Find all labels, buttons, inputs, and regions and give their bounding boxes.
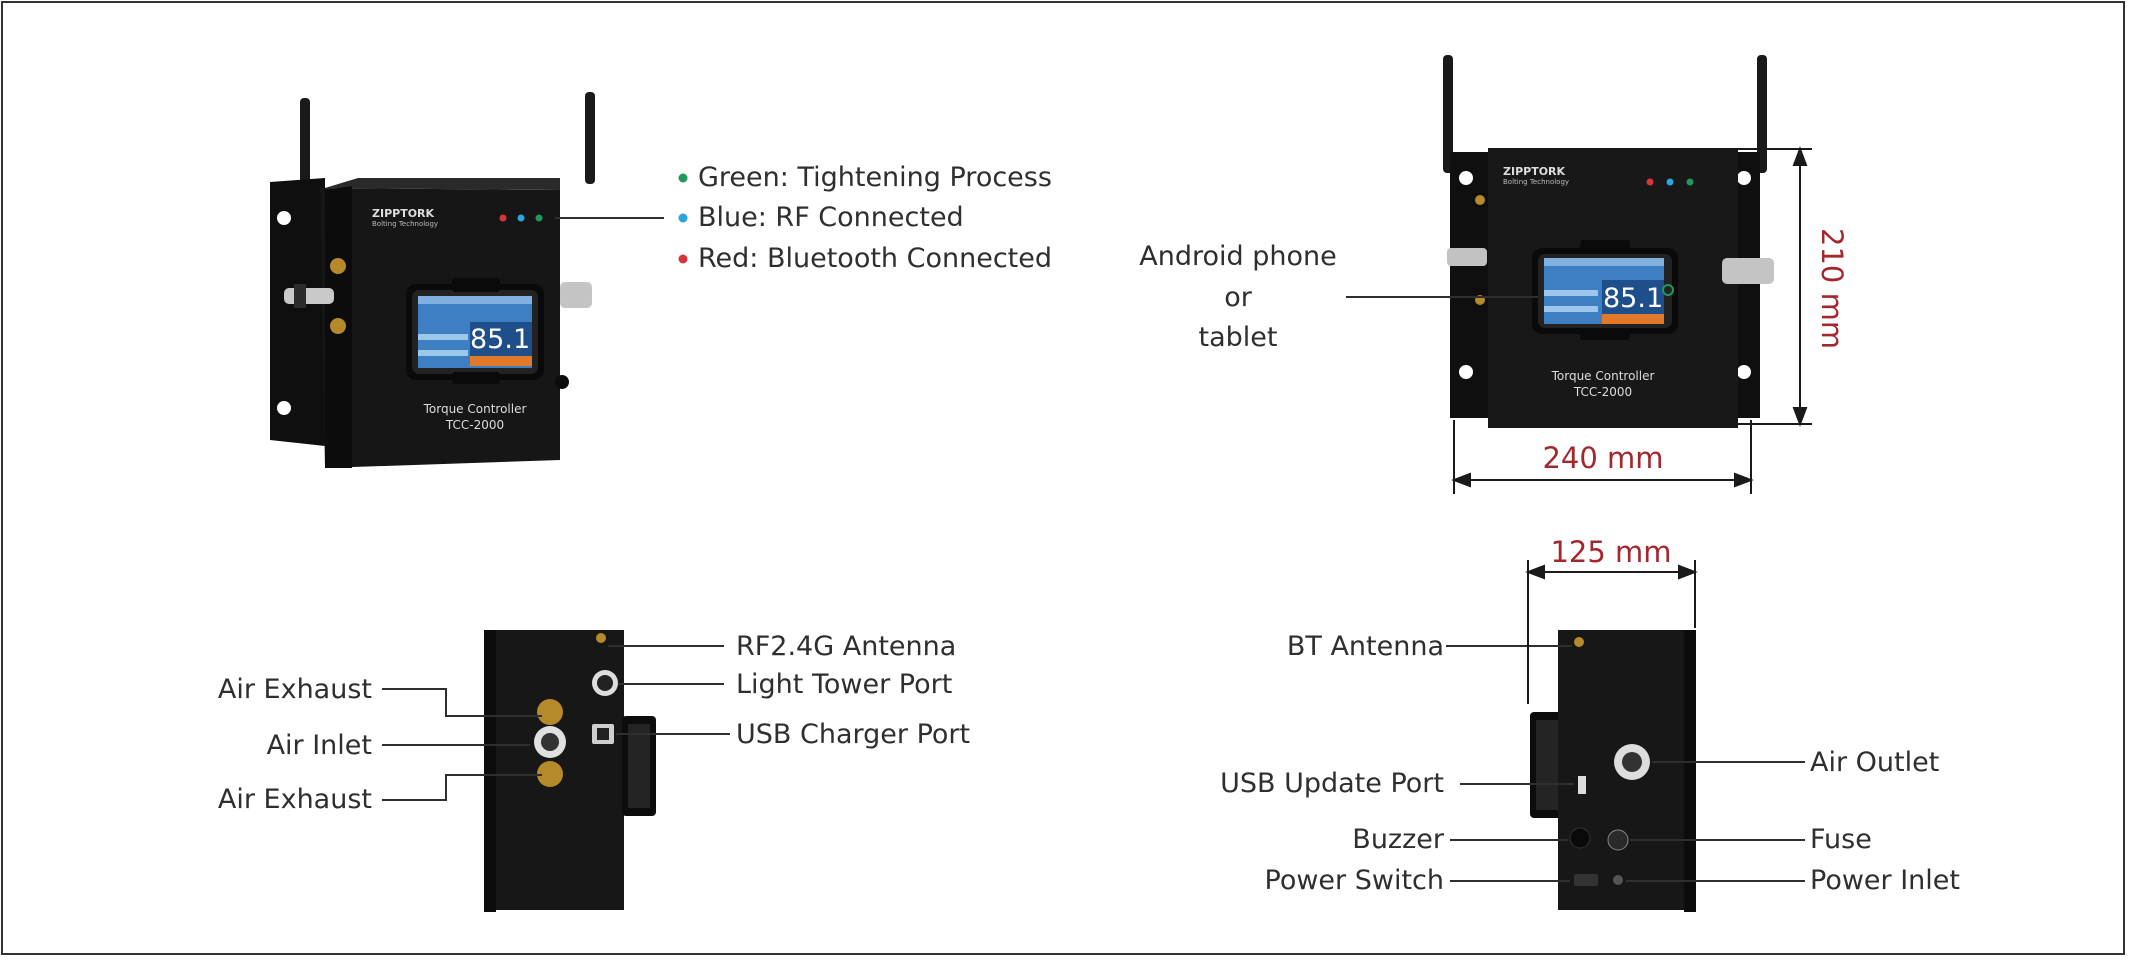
legend-dot-blue-icon (678, 213, 688, 223)
air-outlet-fitting-icon (1722, 258, 1774, 284)
mount-hole-icon (1459, 365, 1473, 379)
power-inlet-icon (1613, 875, 1623, 885)
screen-torque-value: 85.1 (1603, 283, 1664, 314)
device-model-line1: Torque Controller (1551, 369, 1655, 383)
buzzer-label: Buzzer (1352, 824, 1444, 855)
antenna-icon (585, 92, 595, 184)
rf-antenna-connector-icon (596, 633, 606, 643)
power-switch-label: Power Switch (1264, 865, 1444, 896)
fuse-label: Fuse (1810, 824, 1872, 855)
legend-red-label: Red: Bluetooth Connected (698, 243, 1053, 274)
air-outlet-fitting-icon (560, 282, 592, 308)
mount-hole-icon (1459, 171, 1473, 185)
air-exhaust-icon (330, 258, 346, 274)
buzzer-icon (1569, 827, 1591, 849)
air-inlet-fitting-icon (1447, 248, 1487, 266)
led-blue-icon (1666, 178, 1674, 186)
mount-hole-icon (1737, 365, 1751, 379)
device-perspective (270, 92, 595, 468)
rf-antenna-label: RF2.4G Antenna (736, 631, 957, 662)
air-inlet-label: Air Inlet (266, 730, 372, 761)
device-right-side (1530, 630, 1696, 912)
power-switch-icon (1574, 874, 1598, 886)
device-tagline: Bolting Technology (1503, 178, 1570, 186)
air-exhaust-icon (537, 761, 563, 787)
usb-update-port-label: USB Update Port (1220, 768, 1444, 799)
air-outlet-label: Air Outlet (1810, 747, 1940, 778)
device-model-line1: Torque Controller (423, 402, 527, 416)
height-dimension: 210 mm (1815, 228, 1849, 350)
screen-torque-value: 85.1 (470, 324, 531, 355)
device-brand: ZIPPTORK (372, 207, 435, 220)
led-green-icon (1686, 178, 1694, 186)
device-front (1443, 55, 1774, 428)
device-brand: ZIPPTORK (1503, 165, 1566, 178)
device-tagline: Bolting Technology (372, 220, 439, 228)
led-blue-icon (517, 214, 525, 222)
legend-green-label: Green: Tightening Process (698, 162, 1052, 193)
air-exhaust-top-label: Air Exhaust (217, 674, 372, 705)
mounting-bracket (270, 178, 325, 446)
mount-hole-icon (277, 211, 291, 225)
device-model-line2: TCC-2000 (1573, 385, 1633, 399)
device-model-line2: TCC-2000 (445, 418, 505, 432)
fuse-icon (1607, 829, 1629, 851)
power-inlet-label: Power Inlet (1810, 865, 1960, 896)
air-exhaust-icon (1475, 195, 1485, 205)
mount-hole-icon (1737, 171, 1751, 185)
depth-dimension: 125 mm (1550, 535, 1672, 569)
usb-charger-port-label: USB Charger Port (736, 719, 971, 750)
width-dimension: 240 mm (1542, 441, 1664, 475)
air-exhaust-bottom-label: Air Exhaust (217, 784, 372, 815)
legend-blue-label: Blue: RF Connected (698, 202, 964, 233)
bt-antenna-label: BT Antenna (1286, 631, 1444, 662)
phone-label-line2: or (1224, 282, 1252, 313)
light-tower-port-label: Light Tower Port (736, 669, 953, 700)
antenna-icon (1757, 55, 1767, 173)
usb-update-port-icon (1578, 776, 1586, 794)
phone-label-line3: tablet (1198, 322, 1278, 353)
legend-dot-red-icon (678, 254, 688, 264)
legend-dot-green-icon (678, 173, 688, 183)
bt-antenna-connector-icon (1574, 637, 1584, 647)
led-red-icon (1646, 178, 1654, 186)
phone-label-line1: Android phone (1139, 241, 1337, 272)
antenna-icon (1443, 55, 1453, 173)
air-exhaust-icon (537, 699, 563, 725)
air-exhaust-icon (330, 318, 346, 334)
mount-hole-icon (277, 401, 291, 415)
led-green-icon (535, 214, 543, 222)
led-red-icon (499, 214, 507, 222)
device-left-side (484, 630, 656, 912)
